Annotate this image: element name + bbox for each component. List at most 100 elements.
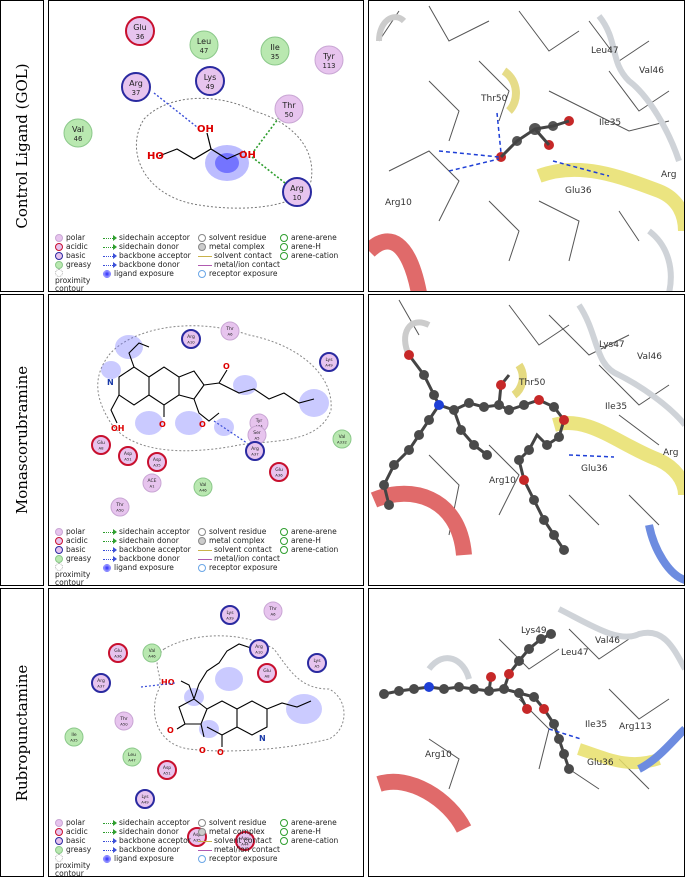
legend-label: greasy bbox=[66, 260, 92, 269]
residue-number: A8 bbox=[264, 674, 270, 679]
residue-number: 46 bbox=[74, 135, 83, 143]
residue-number: A44 bbox=[241, 842, 249, 847]
atom-n: N bbox=[107, 378, 114, 387]
residue-number: 10 bbox=[293, 194, 302, 202]
legend-item-solvent-residue: solvent residue bbox=[198, 527, 266, 536]
legend-item-solvent-contact: solvent contact bbox=[198, 836, 272, 845]
atom-o-1: O bbox=[167, 726, 174, 735]
residue-number: 50 bbox=[285, 111, 294, 119]
mona-2d-map: N OH O O O ArgA10ThrA6LysA49TyrA34SerA5V… bbox=[91, 321, 352, 517]
legend-item-backbone-acceptor: backbone acceptor bbox=[103, 545, 191, 554]
legend-item-metal-ion-contact: metal/ion contact bbox=[198, 260, 280, 269]
legend-item-solvent-contact: solvent contact bbox=[198, 545, 272, 554]
residue-number: A50 bbox=[116, 508, 124, 513]
legend-label: metal/ion contact bbox=[214, 845, 280, 854]
legend-item-backbone-acceptor: backbone acceptor bbox=[103, 251, 191, 260]
legend-item-receptor-exposure: receptor exposure bbox=[198, 269, 278, 278]
residue-thr-50: Thr50 bbox=[274, 94, 304, 124]
label-arg10: Arg10 bbox=[425, 750, 452, 760]
legend-label: arene-arene bbox=[291, 233, 337, 242]
legend-label: basic bbox=[66, 545, 86, 554]
residue-name: Lys bbox=[226, 610, 234, 616]
residue-number: 36 bbox=[136, 33, 145, 41]
residue-number: A36 bbox=[275, 473, 283, 478]
residue-number: A46 bbox=[199, 488, 207, 493]
residue-number: A10 bbox=[255, 650, 263, 655]
residue-number: A36 bbox=[114, 654, 122, 659]
residue-number: A37 bbox=[97, 684, 105, 689]
residue-name: Glu bbox=[263, 668, 271, 674]
atom-o-2: O bbox=[217, 748, 224, 757]
legend-item-acidic: acidic bbox=[55, 536, 88, 545]
legend-label: backbone donor bbox=[119, 845, 180, 854]
label-glu36: Glu36 bbox=[581, 464, 608, 474]
label-val46: Val46 bbox=[637, 352, 662, 362]
label-glu36: Glu36 bbox=[587, 758, 614, 768]
rubro-residues: LysA39ThrA6GluA36ValA46ArgA10GluA8LysA5A… bbox=[64, 601, 327, 851]
legend-label: polar bbox=[66, 527, 86, 536]
atom-ho: HO bbox=[147, 151, 164, 162]
legend-item-proximity: proximity contour bbox=[55, 269, 101, 291]
residue-val-46: Val46 bbox=[63, 118, 93, 148]
label-thr50: Thr50 bbox=[480, 94, 508, 104]
mona-3d-structure: Lys47 Val46 Thr50 Ile35 Glu36 Arg10 Arg bbox=[370, 299, 684, 584]
legend-label: greasy bbox=[66, 845, 92, 854]
residue-name: Asp bbox=[163, 765, 171, 771]
legend-label: ligand exposure bbox=[114, 563, 174, 572]
structure-view-gol: Thr50 Ile35 Leu47 Val46 Glu36 Arg10 Arg bbox=[368, 0, 685, 292]
residue-name: Val bbox=[200, 482, 207, 488]
legend-label: sidechain donor bbox=[119, 827, 179, 836]
legend-label: arene-cation bbox=[291, 545, 339, 554]
label-glu36: Glu36 bbox=[565, 186, 592, 196]
legend-item-arene-arene: arene-arene bbox=[280, 818, 337, 827]
legend-label: arene-H bbox=[291, 827, 321, 836]
legend-label: ligand exposure bbox=[114, 854, 174, 863]
row-label-text: Control Ligand (GOL) bbox=[13, 63, 31, 229]
legend-label: solvent contact bbox=[214, 836, 272, 845]
residue-name: Ser bbox=[253, 430, 261, 436]
legend-label: polar bbox=[66, 233, 86, 242]
residue-name: Glu bbox=[114, 648, 122, 654]
label-thr50: Thr50 bbox=[518, 378, 546, 388]
residue-number: A5 bbox=[254, 436, 260, 441]
residue-name: Tyr bbox=[322, 52, 335, 61]
legend-item-greasy: greasy bbox=[55, 260, 91, 269]
legend-label: sidechain acceptor bbox=[119, 527, 190, 536]
legend-item-metal-complex: metal complex bbox=[198, 827, 265, 836]
residue-name: Thr bbox=[281, 101, 296, 110]
label-ile35: Ile35 bbox=[605, 402, 627, 412]
legend-label: arene-H bbox=[291, 536, 321, 545]
legend-item-sidechain-donor: sidechain donor bbox=[103, 242, 179, 251]
legend-label: sidechain acceptor bbox=[119, 818, 190, 827]
legend-item-arene-cation: arene-cation bbox=[280, 836, 338, 845]
residue-number: A50 bbox=[120, 722, 128, 727]
legend-item-solvent-contact: solvent contact bbox=[198, 251, 272, 260]
legend-item-sidechain-donor: sidechain donor bbox=[103, 827, 179, 836]
legend-label: metal/ion contact bbox=[214, 260, 280, 269]
label-ile35: Ile35 bbox=[599, 118, 621, 128]
residue-name: Lys bbox=[204, 73, 217, 82]
legend-label: arene-H bbox=[291, 242, 321, 251]
residue-leu-47: Leu47 bbox=[189, 30, 219, 60]
residue-number: A37 bbox=[251, 452, 259, 457]
mona-residues: ArgA10ThrA6LysA49TyrA34SerA5ValA332GluA8… bbox=[91, 321, 352, 517]
legend-item-receptor-exposure: receptor exposure bbox=[198, 563, 278, 572]
legend-label: acidic bbox=[66, 827, 88, 836]
residue-name: Glu bbox=[97, 440, 105, 446]
residue-number: A332 bbox=[337, 440, 347, 445]
